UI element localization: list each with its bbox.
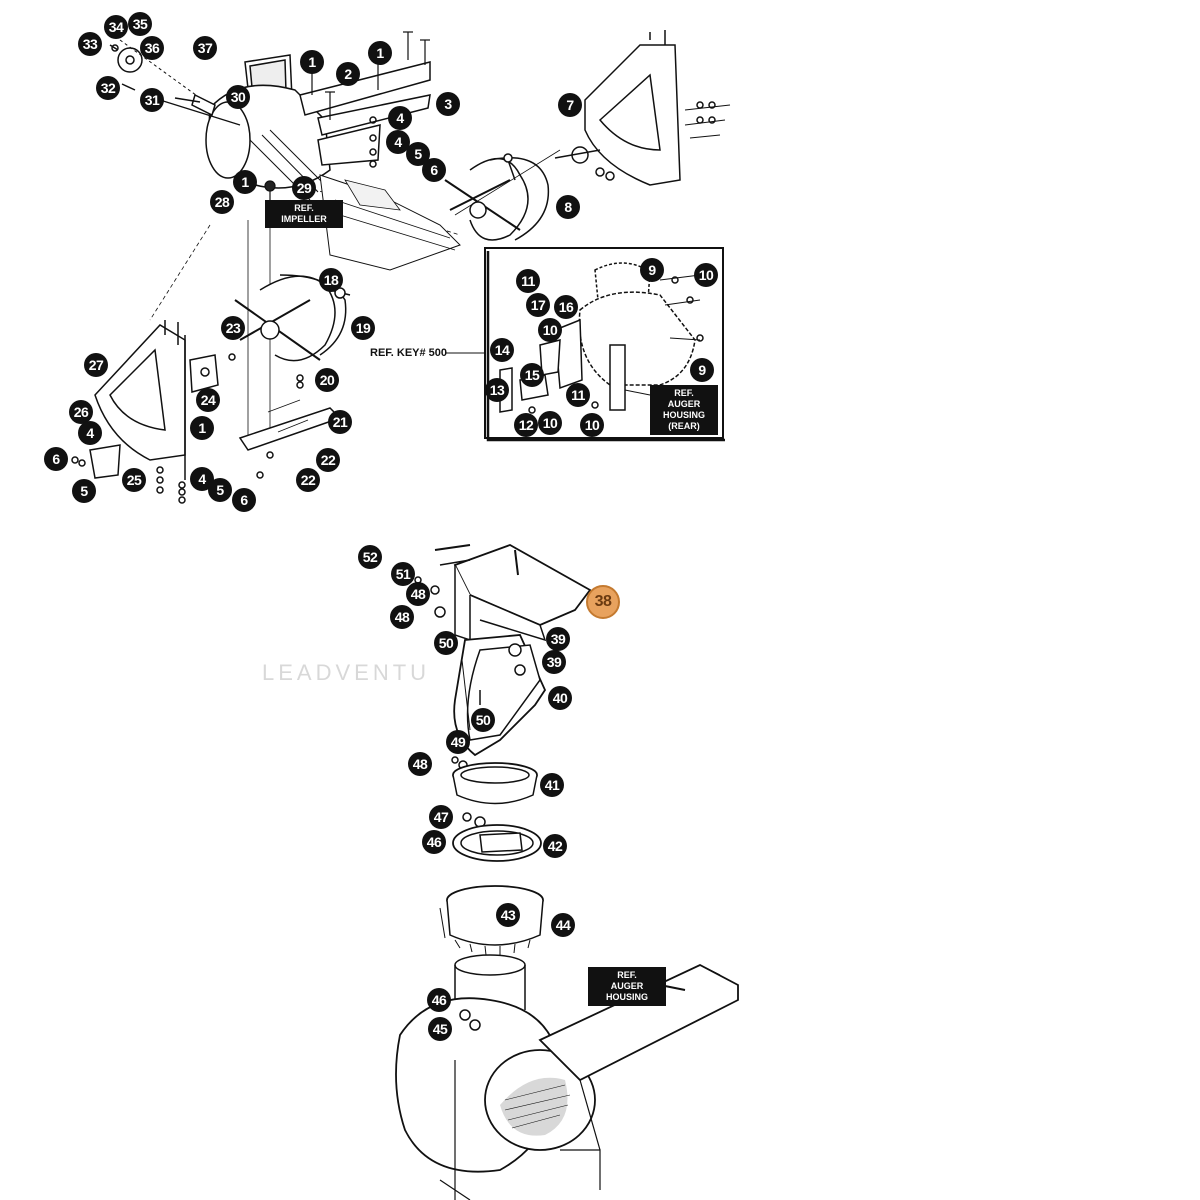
callout-12: 12 <box>514 413 538 437</box>
ref-impeller-label: REF. IMPELLER <box>265 200 343 228</box>
callout-36: 36 <box>140 36 164 60</box>
callout-20: 20 <box>315 368 339 392</box>
callout-18: 18 <box>319 268 343 292</box>
callout-39: 39 <box>546 627 570 651</box>
lower-assembly <box>395 544 739 1200</box>
ref-auger-housing-label: REF. AUGER HOUSING <box>588 967 666 1006</box>
callout-13: 13 <box>485 378 509 402</box>
callout-17: 17 <box>526 293 550 317</box>
callout-35: 35 <box>128 12 152 36</box>
callout-5: 5 <box>208 478 232 502</box>
callout-22: 22 <box>316 448 340 472</box>
callout-34: 34 <box>104 15 128 39</box>
callout-1: 1 <box>233 170 257 194</box>
callout-2: 2 <box>336 62 360 86</box>
callout-29: 29 <box>292 176 316 200</box>
callout-48: 48 <box>408 752 432 776</box>
callout-47: 47 <box>429 805 453 829</box>
callout-41: 41 <box>540 773 564 797</box>
callout-6: 6 <box>44 447 68 471</box>
callout-30: 30 <box>226 85 250 109</box>
callout-10: 10 <box>580 413 604 437</box>
callout-33: 33 <box>78 32 102 56</box>
callout-51: 51 <box>391 562 415 586</box>
callout-24: 24 <box>196 388 220 412</box>
callout-1: 1 <box>368 41 392 65</box>
callout-42: 42 <box>543 834 567 858</box>
callout-14: 14 <box>490 338 514 362</box>
callout-48: 48 <box>406 582 430 606</box>
callout-45: 45 <box>428 1017 452 1041</box>
callout-7: 7 <box>558 93 582 117</box>
callout-38: 38 <box>586 585 620 619</box>
callout-19: 19 <box>351 316 375 340</box>
callout-11: 11 <box>516 269 540 293</box>
callout-25: 25 <box>122 468 146 492</box>
callout-10: 10 <box>694 263 718 287</box>
ref-auger-housing-rear-label: REF. AUGER HOUSING (REAR) <box>650 385 718 435</box>
callout-31: 31 <box>140 88 164 112</box>
callout-5: 5 <box>72 479 96 503</box>
callout-46: 46 <box>422 830 446 854</box>
callout-15: 15 <box>520 363 544 387</box>
callout-1: 1 <box>300 50 324 74</box>
callout-8: 8 <box>556 195 580 219</box>
callout-46: 46 <box>427 988 451 1012</box>
callout-52: 52 <box>358 545 382 569</box>
callout-44: 44 <box>551 913 575 937</box>
callout-10: 10 <box>538 411 562 435</box>
upper-assembly <box>71 30 731 504</box>
callout-6: 6 <box>232 488 256 512</box>
callout-26: 26 <box>69 400 93 424</box>
callout-39: 39 <box>542 650 566 674</box>
callout-43: 43 <box>496 903 520 927</box>
callout-16: 16 <box>554 295 578 319</box>
callout-9: 9 <box>640 258 664 282</box>
callout-1: 1 <box>190 416 214 440</box>
callout-9: 9 <box>690 358 714 382</box>
callout-4: 4 <box>388 106 412 130</box>
callout-48: 48 <box>390 605 414 629</box>
callout-50: 50 <box>471 708 495 732</box>
callout-10: 10 <box>538 318 562 342</box>
callout-22: 22 <box>296 468 320 492</box>
callout-37: 37 <box>193 36 217 60</box>
callout-50: 50 <box>434 631 458 655</box>
callout-27: 27 <box>84 353 108 377</box>
callout-23: 23 <box>221 316 245 340</box>
callout-21: 21 <box>328 410 352 434</box>
watermark: LEADVENTU <box>262 660 431 685</box>
callout-40: 40 <box>548 686 572 710</box>
callout-32: 32 <box>96 76 120 100</box>
callout-49: 49 <box>446 730 470 754</box>
ref-key-500-label: REF. KEY# 500 <box>370 347 448 359</box>
callout-6: 6 <box>422 158 446 182</box>
callout-28: 28 <box>210 190 234 214</box>
callout-3: 3 <box>436 92 460 116</box>
callout-11: 11 <box>566 383 590 407</box>
callout-4: 4 <box>78 421 102 445</box>
